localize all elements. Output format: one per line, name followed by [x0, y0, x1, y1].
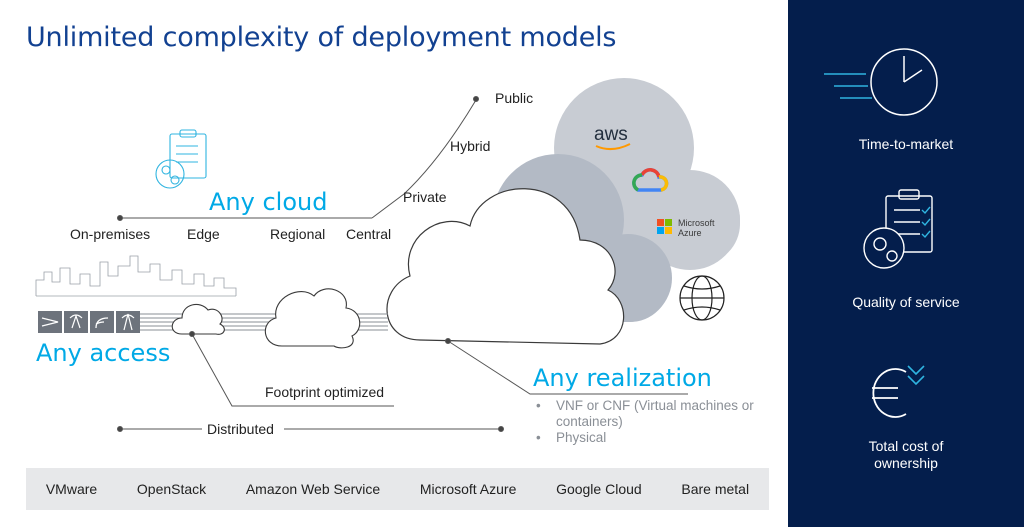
platform-bar: VMware OpenStack Amazon Web Service Micr…: [26, 468, 769, 510]
realization-bullet-physical: Physical: [536, 430, 766, 446]
curve-label-public: Public: [495, 90, 534, 106]
edge-cloud-shape: [171, 303, 225, 335]
benefits-sidebar: Time-to-market Quality of service Total …: [788, 0, 1024, 527]
distributed-line: [117, 426, 504, 432]
private-cloud-shape: [386, 188, 625, 345]
curve-label-hybrid: Hybrid: [450, 138, 491, 154]
city-skyline-icon: [35, 255, 237, 297]
scale-label-edge: Edge: [187, 226, 220, 242]
realization-bullets: VNF or CNF (Virtual machines or containe…: [536, 398, 766, 446]
curve-label-private: Private: [403, 189, 447, 205]
platform-aws: Amazon Web Service: [245, 481, 381, 497]
azure-logo-line2: Azure: [678, 228, 702, 238]
clock-icon: [824, 48, 938, 116]
distributed-label: Distributed: [207, 421, 274, 437]
platform-bare-metal: Bare metal: [681, 481, 750, 497]
google-cloud-logo: [632, 168, 669, 192]
clipboard-gears-icon: [863, 189, 933, 269]
cloud-scale-line: [117, 96, 479, 221]
benefit-time-to-market: Time-to-market: [858, 136, 954, 152]
platform-google-cloud: Google Cloud: [556, 481, 642, 497]
footprint-optimized-label: Footprint optimized: [265, 384, 385, 400]
platform-azure: Microsoft Azure: [419, 481, 517, 497]
globe-icon: [679, 275, 725, 321]
microsoft-azure-logo: Microsoft Azure: [657, 218, 715, 238]
scale-label-central: Central: [346, 226, 392, 242]
aws-logo-text: aws: [594, 124, 628, 145]
access-technology-icons: [38, 311, 140, 333]
clipboard-gears-icon: [155, 129, 207, 189]
benefit-total-cost-of-ownership: Total cost of ownership: [868, 438, 944, 471]
page-title: Unlimited complexity of deployment model…: [26, 22, 617, 53]
any-access-heading: Any access: [36, 339, 171, 367]
platform-openstack: OpenStack: [136, 481, 207, 497]
scale-label-on-premises: On-premises: [70, 226, 151, 242]
regional-cloud-shape: [264, 288, 361, 349]
any-cloud-heading: Any cloud: [209, 188, 328, 216]
realization-line: [445, 338, 688, 395]
deployment-diagram: aws Microsoft Azure: [35, 78, 740, 432]
any-realization-heading: Any realization: [533, 364, 712, 392]
euro-down-icon: [872, 365, 925, 418]
footprint-line: [189, 331, 394, 407]
benefit-quality-of-service: Quality of service: [852, 294, 960, 310]
scale-label-regional: Regional: [270, 226, 326, 242]
realization-bullet-vnf: VNF or CNF (Virtual machines or containe…: [536, 398, 766, 430]
platform-vmware: VMware: [45, 481, 98, 497]
benefit-icons: [824, 48, 938, 418]
azure-logo-line1: Microsoft: [678, 218, 715, 228]
aws-logo: aws: [594, 124, 631, 150]
